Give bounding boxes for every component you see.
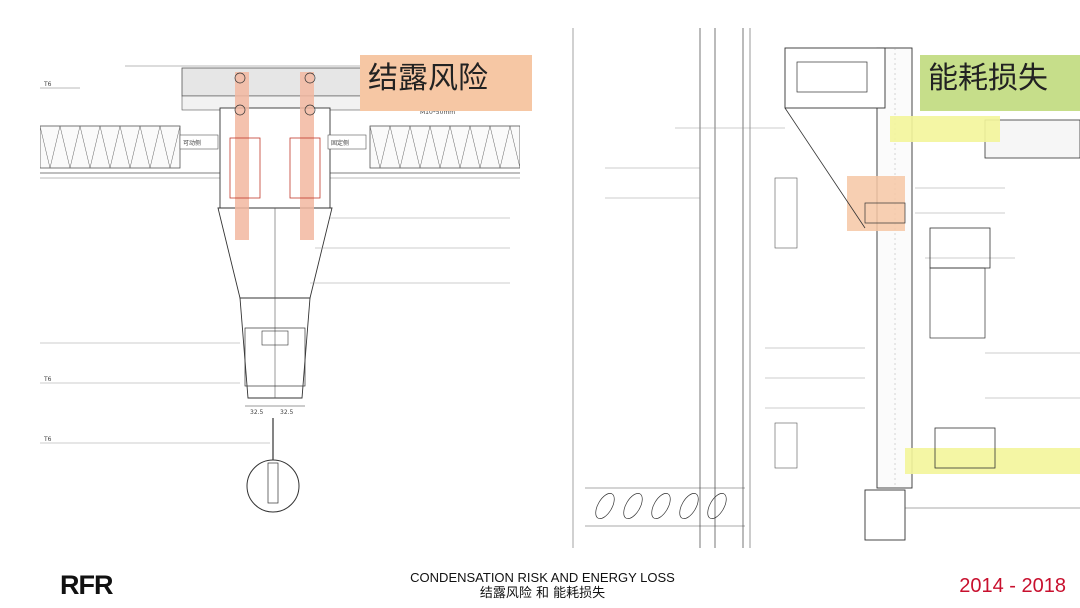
energy-loss-tag: 能耗损失 [920,55,1080,111]
t6-top-label: T6 [43,81,52,88]
t6-mid-label: T6 [43,376,52,383]
mullion-section-drawing: T6 可动侧 固定侧 M10*50mm T6 T6 32.5 32.5 [40,65,520,513]
fixed-side-label: 固定侧 [331,139,349,147]
rfr-logo: RFR [60,570,113,600]
facade-edge-section-drawing [572,28,1080,548]
condensation-risk-tag: 结露风险 [360,55,532,111]
t6-low-label: T6 [43,436,52,443]
bolt-label: M10*50mm [420,109,455,116]
dim-right-label: 32.5 [280,409,294,416]
caption-english: CONDENSATION RISK AND ENERGY LOSS [410,570,675,585]
movable-side-label: 可动侧 [183,139,201,147]
slide-caption: CONDENSATION RISK AND ENERGY LOSS 结露风险 和… [355,570,730,602]
dim-left-label: 32.5 [250,409,264,416]
year-range: 2014 - 2018 [959,575,1066,597]
caption-chinese: 结露风险 和 能耗损失 [479,586,606,601]
